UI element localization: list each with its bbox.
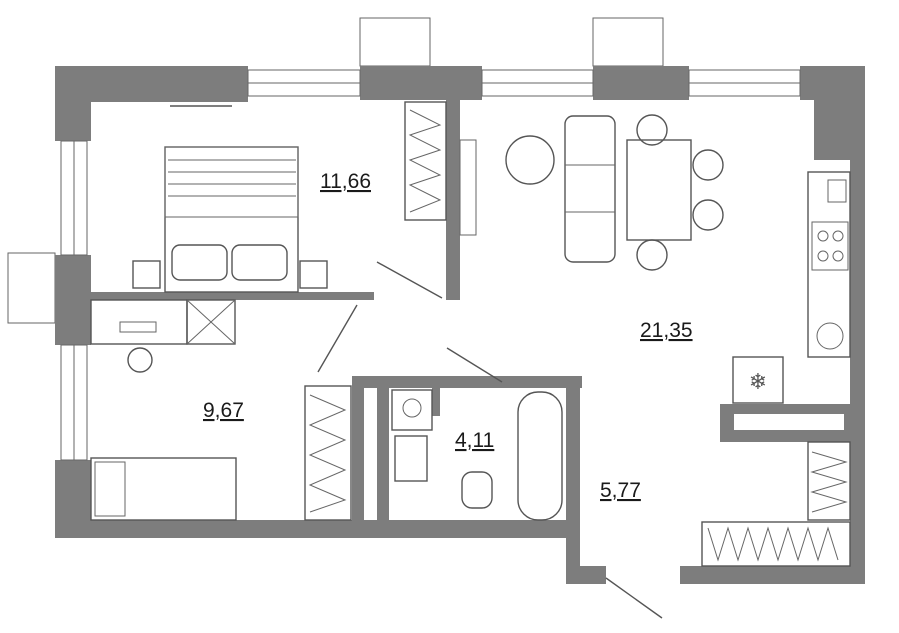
wall-bath-top (352, 376, 582, 388)
wall-top-3 (593, 66, 689, 100)
hallway-wardrobe (807, 441, 851, 521)
living-kitchen-furniture: ❄ (505, 114, 851, 404)
wall-bedroom-right (446, 100, 460, 300)
door-bathroom (446, 347, 503, 383)
range-hood (827, 179, 847, 203)
wardrobe-small-bedroom (304, 385, 352, 521)
kitchen-sink (816, 322, 844, 350)
wall-bath-stub (432, 376, 440, 416)
kitchen-counter (807, 171, 851, 358)
area-label-bedroom-large: 11,66 (320, 170, 371, 193)
bathtub (517, 391, 563, 521)
cooktop (811, 221, 849, 271)
window-bay-left (359, 17, 431, 67)
walls (55, 66, 865, 584)
storage-box (186, 299, 236, 345)
windows (60, 69, 801, 461)
area-label-bedroom-small: 9,67 (203, 399, 244, 422)
boiler (394, 435, 428, 482)
round-table (505, 135, 555, 185)
wall-bath-right (566, 380, 580, 580)
partition-void (734, 414, 844, 430)
window-bay-west (7, 252, 56, 324)
bathroom-fixtures (391, 389, 563, 521)
pillow-right (231, 244, 288, 281)
fridge (732, 356, 784, 404)
wall-bedroom-bottom (91, 292, 374, 300)
single-bed (90, 457, 237, 521)
wall-bath-left-outer (352, 376, 364, 521)
area-label-bathroom: 4,11 (455, 429, 494, 452)
wall-bath-left-inner (377, 388, 389, 522)
dining-table (626, 139, 692, 241)
blanket (164, 146, 299, 218)
wall-left-1 (55, 66, 91, 141)
tv-stand (459, 139, 477, 236)
chair-4 (692, 199, 724, 231)
nightstand-left (132, 260, 161, 289)
area-label-hallway: 5,77 (600, 479, 641, 502)
door-bedroom-large (376, 261, 443, 299)
chair-3 (692, 149, 724, 181)
toilet (461, 471, 493, 509)
window-bay-right (592, 17, 664, 67)
wall-bottom-1 (55, 520, 580, 538)
wall-left-2 (55, 255, 91, 345)
wall-bottom-3 (680, 566, 865, 584)
chair-2 (636, 239, 668, 271)
snowflake-icon: ❄ (749, 370, 767, 395)
sofa (564, 115, 616, 263)
hallway-shoe-rack (701, 521, 851, 567)
bedroom-large-furniture (132, 101, 477, 293)
room-labels: 11,66 21,35 9,67 4,11 5,77 (203, 170, 693, 502)
wall-bottom-2 (566, 566, 606, 584)
wall-top-2 (360, 66, 482, 100)
hallway-furniture (701, 441, 851, 567)
doors (317, 261, 663, 619)
door-entrance (605, 577, 663, 619)
pillow-left (171, 244, 228, 281)
bedroom-small-furniture (90, 299, 352, 521)
nightstand-right (299, 260, 328, 289)
single-bed-pillow (94, 461, 126, 517)
door-bedroom-small (317, 304, 358, 373)
wardrobe-bedroom (404, 101, 447, 221)
wall-bath-door-stub (500, 376, 514, 388)
chair-1 (636, 114, 668, 146)
nook-void (818, 103, 840, 158)
washing-machine (391, 389, 433, 431)
desk-chair (127, 347, 153, 373)
laptop (119, 321, 157, 333)
wall-right (850, 66, 865, 584)
area-label-living-kitchen: 21,35 (640, 319, 693, 342)
